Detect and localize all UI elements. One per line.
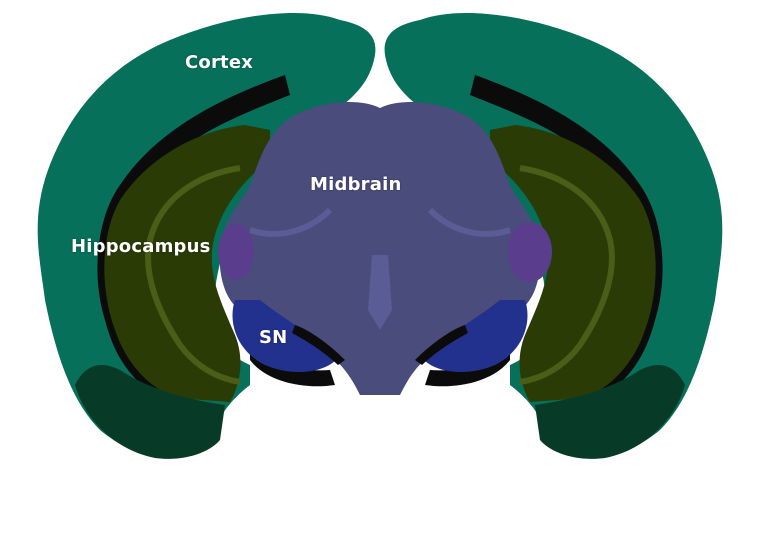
- right-hippocampus: [490, 125, 656, 402]
- right-ventral-cortex: [535, 365, 685, 459]
- left-cortex-inner-rim: [97, 75, 290, 400]
- left-hippocampus-ring: [145, 165, 241, 385]
- midbrain-aqueduct: [368, 255, 392, 330]
- right-purple-region: [508, 222, 552, 282]
- midbrain-left-channel: [249, 207, 333, 237]
- midbrain-label: Midbrain: [310, 174, 402, 195]
- left-hippocampus: [104, 125, 271, 402]
- left-purple-region: [218, 224, 254, 280]
- left-dark-lateral: [250, 345, 335, 387]
- right-sn-region: [420, 300, 528, 373]
- midbrain-region: [219, 102, 541, 395]
- midbrain-group: [218, 102, 552, 395]
- left-dark-streak: [292, 325, 345, 365]
- cortex-label: Cortex: [185, 52, 254, 73]
- sn-label: SN: [259, 327, 288, 348]
- midbrain-right-channel: [427, 207, 511, 237]
- right-hippocampus-ring: [519, 165, 615, 385]
- right-dark-streak: [415, 325, 468, 365]
- left-ventral-cortex: [75, 365, 225, 459]
- right-dark-lateral: [425, 345, 510, 387]
- right-cortex-inner-rim: [470, 75, 663, 400]
- hippocampus-label: Hippocampus: [71, 236, 211, 257]
- left-sn-region: [232, 300, 340, 373]
